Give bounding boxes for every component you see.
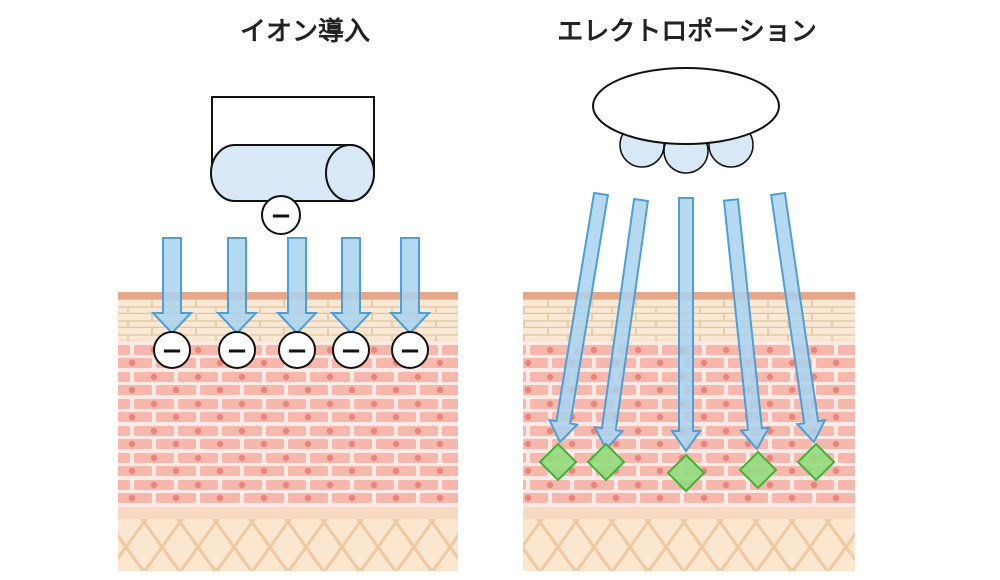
ion-charge: −	[161, 336, 183, 366]
ion-charge: −	[226, 336, 248, 366]
electroporation-beam	[769, 191, 827, 444]
down-arrow	[329, 237, 373, 335]
device-ion-charge: −	[270, 201, 292, 231]
down-arrow	[215, 237, 259, 335]
electroporation-beam	[593, 197, 650, 451]
ion-arrows	[150, 237, 432, 335]
ion-charge: −	[340, 336, 362, 366]
delivered-molecules	[538, 442, 836, 493]
electroporation-beam	[670, 197, 702, 453]
electroporation-beam	[547, 191, 610, 444]
down-arrow	[275, 237, 319, 335]
down-arrow	[150, 237, 194, 335]
ion-device-roller-end	[325, 144, 375, 202]
molecule-diamond	[538, 442, 578, 482]
ion	[332, 331, 370, 369]
molecule-diamond	[666, 453, 706, 493]
electroporation-beam	[722, 198, 771, 451]
ion-introduction-title: イオン導入	[240, 16, 370, 47]
left-basement-layer	[118, 507, 458, 519]
molecule-diamond	[796, 442, 836, 482]
left-dermis	[118, 519, 458, 571]
ion-charge: −	[399, 336, 421, 366]
electroporation-beams	[547, 191, 827, 453]
electroporation-device	[592, 67, 780, 174]
ion-device	[210, 96, 375, 202]
right-dermis	[523, 519, 855, 571]
ion	[278, 331, 316, 369]
skin-ions: −−−−−	[153, 331, 429, 369]
right-basement-layer	[523, 507, 855, 519]
ion-charge: −	[286, 336, 308, 366]
electroporation-head	[592, 67, 780, 145]
down-arrow	[388, 237, 432, 335]
electroporation-title: エレクトロポーション	[557, 16, 816, 47]
device-ion	[261, 195, 301, 235]
ion	[391, 331, 429, 369]
molecule-diamond	[586, 442, 626, 482]
ion	[153, 331, 191, 369]
molecule-diamond	[738, 450, 778, 490]
ion	[218, 331, 256, 369]
